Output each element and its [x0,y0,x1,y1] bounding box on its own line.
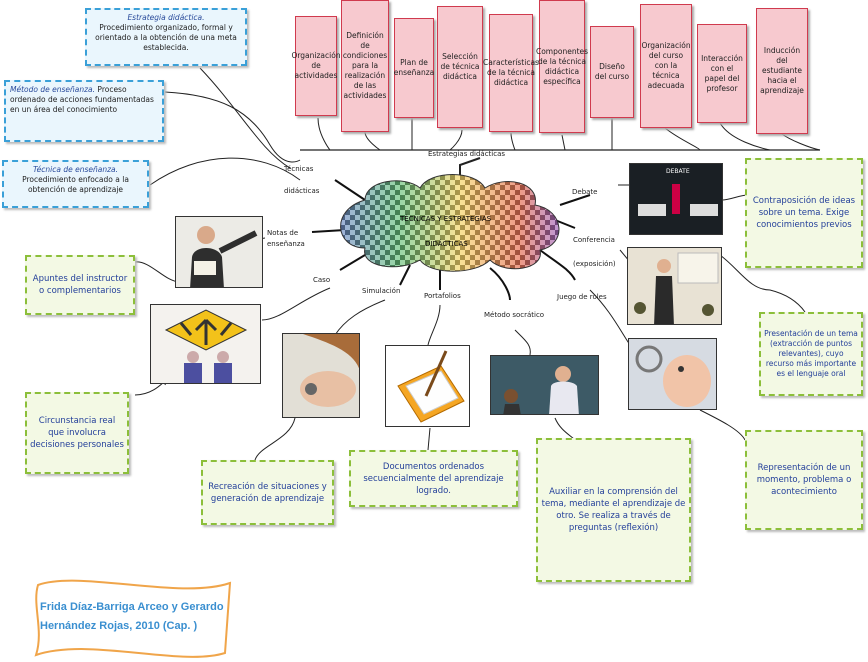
case-decision-photo [150,304,261,384]
strategy-item-5: Componentes de la técnica didáctica espe… [536,0,588,133]
citation-scroll [34,579,232,658]
caso-description: Circunstancia real que involucra decisio… [25,392,129,474]
role-play-photo [628,338,717,410]
branch-conferencia: Conferencia (exposición) [573,236,616,268]
notas-description: Apuntes del instructor o complementarios [25,255,135,315]
center-title-line2: DIDÁCTICAS [425,240,468,248]
simulacion-description: Recreación de situaciones y generación d… [201,460,334,525]
strategy-item-1: Definición de condiciones para la realiz… [341,0,389,132]
strategy-item-0: Organización de actividades [291,16,341,116]
socratic-photo [490,355,599,415]
branch-simulacion: Simulación [362,287,401,295]
center-cloud [340,174,560,272]
socratico-description: Auxiliar en la comprensión del tema, med… [536,438,691,582]
strategy-item-9: Inducción del estudiante hacia el aprend… [756,8,808,134]
strategy-item-4: Características de la técnica didáctica [483,14,539,132]
strategy-item-2: Plan de enseñanza [394,18,434,118]
technique-definition-title: Técnica de enseñanza. [32,165,118,174]
conference-photo [627,247,722,325]
debate-photo: DEBATE [629,163,723,235]
conferencia-description: Presentación de un tema (extracción de p… [759,312,863,396]
debate-sign: DEBATE [666,168,690,175]
technique-definition-box: Técnica de enseñanza. Procedimiento enfo… [2,160,149,208]
debate-description: Contraposición de ideas sobre un tema. E… [745,158,863,268]
method-definition-box: Método de enseñanza. Proceso ordenado de… [4,80,164,142]
strategy-definition-box: Estrategia didáctica. Procedimiento orga… [85,8,247,66]
strategy-item-8: Interacción con el papel del profesor [697,24,747,123]
strategy-item-7: Organización del curso con la técnica ad… [640,4,692,128]
technique-definition-text: Procedimiento enfocado a la obtención de… [22,175,129,194]
portafolios-description: Documentos ordenados secuencialmente del… [349,450,518,507]
teacher-photo [175,216,263,288]
branch-notas: Notas de enseñanza [267,229,305,248]
strategy-item-6: Diseño del curso [590,26,634,118]
branch-juego: Juego de roles [557,293,607,301]
juego-description: Representación de un momento, problema o… [745,430,863,530]
method-definition-title: Método de enseñanza. [10,85,96,94]
citation-text: Frida Díaz-Barriga Arceo y Gerardo Herná… [40,601,224,632]
center-title-line1: TÉCNICAS Y ESTRATEGIAS [400,215,492,223]
branch-socratico: Método socrático [484,311,545,319]
strategy-item-3: Selección de técnica didáctica [437,6,483,128]
simulation-photo [282,333,360,418]
strategy-definition-title: Estrategia didáctica. [127,13,205,22]
branch-estrategias: Estrategias didácticas [428,150,506,158]
branch-tecnicas: Técnicas didácticas [284,165,320,195]
socratico-description-text: Auxiliar en la comprensión del tema, med… [541,487,686,533]
branch-caso: Caso [313,276,331,284]
portfolio-photo [385,345,470,427]
method-definition-text: Proceso ordenado de acciones fundamentad… [10,85,154,114]
strategy-definition-text: Procedimiento organizado, formal y orien… [95,23,237,52]
branch-portafolios: Portafolios [424,292,461,300]
branch-debate: Debate [572,188,598,196]
